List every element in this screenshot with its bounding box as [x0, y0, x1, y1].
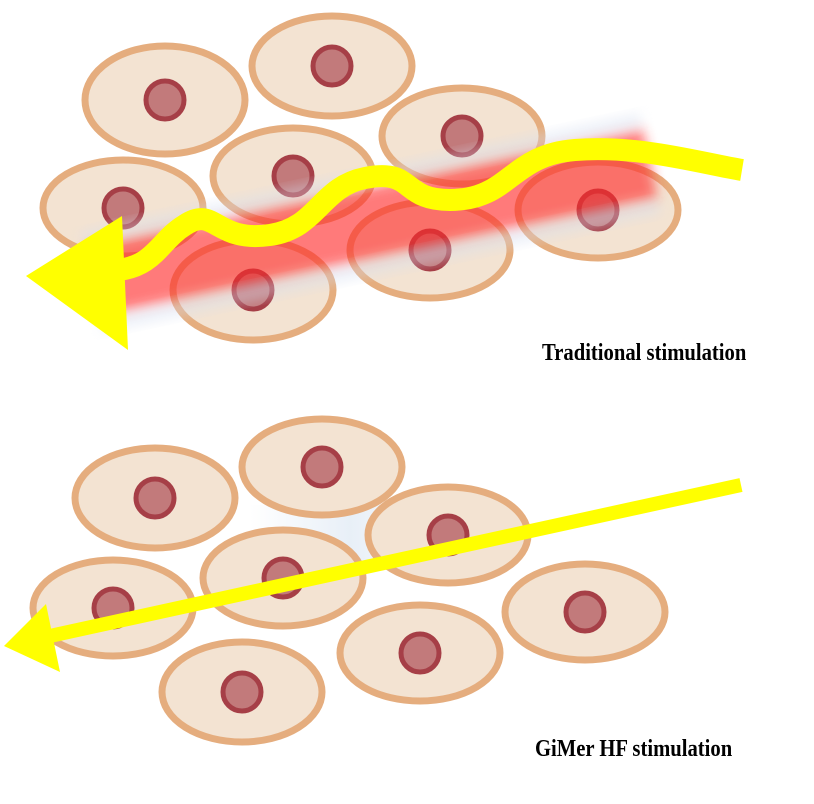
cell: [238, 415, 406, 519]
nucleus: [220, 670, 264, 714]
nucleus: [563, 590, 607, 634]
cell: [248, 12, 416, 120]
wavy-current-arrow: [26, 138, 744, 350]
cell: [501, 560, 669, 664]
traditional-caption: Traditional stimulation: [542, 340, 747, 366]
nucleus: [300, 445, 344, 489]
cell: [81, 42, 249, 158]
cell: [158, 638, 326, 746]
gimer-panel: [4, 415, 743, 746]
cell: [336, 601, 504, 705]
nucleus: [143, 78, 187, 122]
arrowhead: [4, 604, 60, 672]
cell-group-bottom: [29, 415, 669, 746]
traditional-panel: [26, 12, 744, 350]
nucleus: [310, 44, 354, 88]
nucleus: [398, 631, 442, 675]
straight-current-arrow: [4, 478, 743, 672]
gimer-caption: GiMer HF stimulation: [535, 736, 733, 762]
arrowhead: [26, 216, 128, 350]
cell: [71, 444, 239, 552]
nucleus: [133, 476, 177, 520]
